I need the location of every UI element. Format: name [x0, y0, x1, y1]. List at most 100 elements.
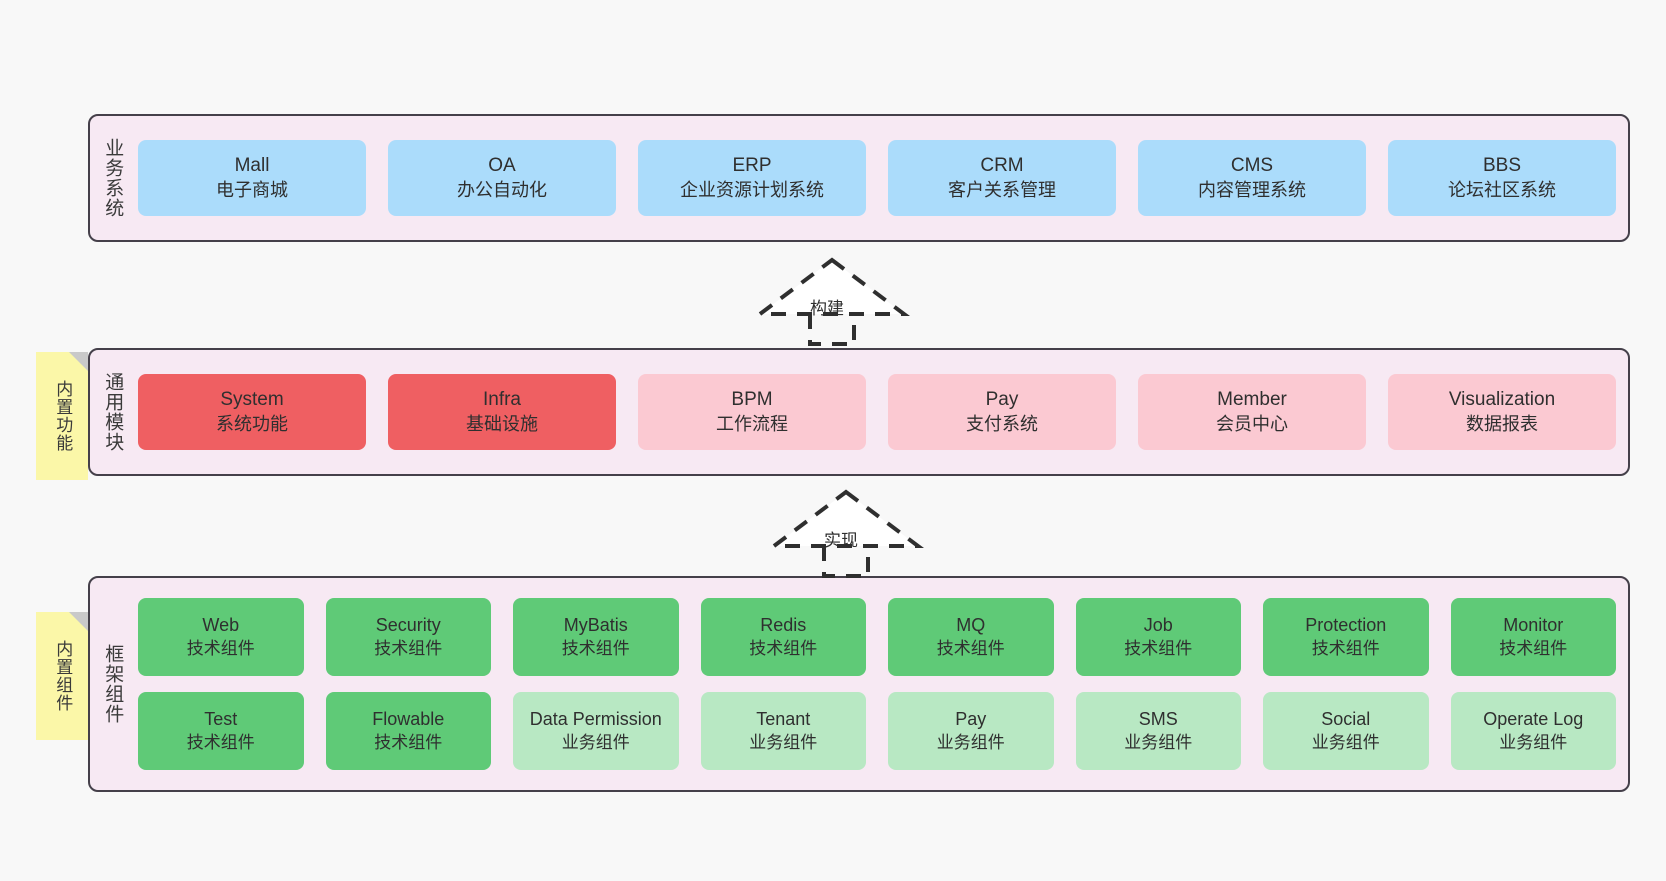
box-bbs[interactable]: BBS 论坛社区系统 [1388, 140, 1616, 216]
box-data-permission[interactable]: Data Permission 业务组件 [513, 692, 679, 770]
box-title: CRM [980, 154, 1024, 176]
box-subtitle: 业务组件 [1124, 732, 1193, 752]
box-tenant[interactable]: Tenant 业务组件 [700, 692, 866, 770]
layer-title-framework-components: 框架组件 [102, 644, 124, 724]
box-subtitle: 技术组件 [374, 638, 443, 658]
box-title: Mall [234, 154, 270, 176]
box-mq[interactable]: MQ 技术组件 [888, 598, 1054, 676]
box-mall[interactable]: Mall 电子商城 [138, 140, 366, 216]
box-web[interactable]: Web 技术组件 [138, 598, 304, 676]
box-subtitle: 数据报表 [1466, 413, 1538, 434]
box-job[interactable]: Job 技术组件 [1075, 598, 1241, 676]
box-bpm[interactable]: BPM 工作流程 [638, 374, 866, 450]
box-subtitle: 业务组件 [936, 732, 1005, 752]
box-member[interactable]: Member 会员中心 [1138, 374, 1366, 450]
box-operate-log[interactable]: Operate Log 业务组件 [1450, 692, 1616, 770]
box-crm[interactable]: CRM 客户关系管理 [888, 140, 1116, 216]
box-title: Pay [985, 388, 1019, 410]
box-title: MyBatis [563, 615, 628, 636]
layer-title-business-systems: 业务系统 [102, 138, 124, 218]
layer-common-modules: 通用模块 System 系统功能 Infra 基础设施 BPM 工作流程 Pay… [88, 348, 1630, 476]
box-title: Web [202, 615, 240, 636]
box-title: OA [488, 154, 516, 176]
box-subtitle: 内容管理系统 [1198, 179, 1306, 200]
box-title: SMS [1138, 709, 1178, 730]
layer-body-common-modules: System 系统功能 Infra 基础设施 BPM 工作流程 Pay 支付系统… [134, 350, 1628, 474]
layer-row: Test 技术组件 Flowable 技术组件 Data Permission … [138, 692, 1616, 770]
box-monitor[interactable]: Monitor 技术组件 [1450, 598, 1616, 676]
box-cms[interactable]: CMS 内容管理系统 [1138, 140, 1366, 216]
note-fold-icon [69, 352, 88, 371]
box-subtitle: 企业资源计划系统 [680, 179, 824, 200]
box-subtitle: 基础设施 [466, 413, 538, 434]
box-subtitle: 技术组件 [1311, 638, 1380, 658]
box-title: Visualization [1448, 388, 1556, 410]
box-title: CMS [1230, 154, 1274, 176]
layer-row: Mall 电子商城 OA 办公自动化 ERP 企业资源计划系统 CRM 客户关系… [138, 140, 1616, 216]
box-subtitle: 技术组件 [186, 638, 255, 658]
box-security[interactable]: Security 技术组件 [325, 598, 491, 676]
box-visualization[interactable]: Visualization 数据报表 [1388, 374, 1616, 450]
box-erp[interactable]: ERP 企业资源计划系统 [638, 140, 866, 216]
box-system[interactable]: System 系统功能 [138, 374, 366, 450]
box-title: MQ [956, 615, 986, 636]
box-title: System [220, 388, 284, 410]
box-pay-component[interactable]: Pay 业务组件 [888, 692, 1054, 770]
layer-row: Web 技术组件 Security 技术组件 MyBatis 技术组件 Redi… [138, 598, 1616, 676]
box-title: BPM [731, 388, 773, 410]
box-title: ERP [732, 154, 772, 176]
box-title: Protection [1305, 615, 1387, 636]
box-subtitle: 业务组件 [749, 732, 818, 752]
box-subtitle: 技术组件 [561, 638, 630, 658]
box-subtitle: 系统功能 [216, 413, 288, 434]
box-mybatis[interactable]: MyBatis 技术组件 [513, 598, 679, 676]
layer-body-business-systems: Mall 电子商城 OA 办公自动化 ERP 企业资源计划系统 CRM 客户关系… [134, 116, 1628, 240]
box-social[interactable]: Social 业务组件 [1263, 692, 1429, 770]
box-subtitle: 技术组件 [1124, 638, 1193, 658]
layer-body-framework-components: Web 技术组件 Security 技术组件 MyBatis 技术组件 Redi… [134, 578, 1628, 790]
box-subtitle: 技术组件 [936, 638, 1005, 658]
box-subtitle: 技术组件 [374, 732, 443, 752]
box-title: Social [1321, 709, 1371, 730]
note-builtin-components: 内置组件 [36, 612, 88, 740]
box-title: Redis [760, 615, 807, 636]
arrow-implement-label: 实现 [824, 531, 858, 550]
layer-framework-components: 框架组件 Web 技术组件 Security 技术组件 MyBatis 技术组件… [88, 576, 1630, 792]
arrow-implement-generalization: 实现 [766, 488, 926, 578]
box-title: Operate Log [1483, 709, 1584, 730]
box-protection[interactable]: Protection 技术组件 [1263, 598, 1429, 676]
box-title: Tenant [756, 709, 811, 730]
layer-row: System 系统功能 Infra 基础设施 BPM 工作流程 Pay 支付系统… [138, 374, 1616, 450]
box-subtitle: 技术组件 [186, 732, 255, 752]
box-title: Pay [955, 709, 987, 730]
layer-business-systems: 业务系统 Mall 电子商城 OA 办公自动化 ERP 企业资源计划系统 CRM… [88, 114, 1630, 242]
box-title: Infra [482, 388, 522, 410]
box-subtitle: 业务组件 [1499, 732, 1568, 752]
arrow-build-generalization: 构建 [752, 256, 912, 346]
note-label: 内置功能 [53, 380, 73, 452]
box-title: Data Permission [529, 709, 662, 730]
box-redis[interactable]: Redis 技术组件 [700, 598, 866, 676]
note-builtin-functions: 内置功能 [36, 352, 88, 480]
box-subtitle: 工作流程 [716, 413, 788, 434]
box-infra[interactable]: Infra 基础设施 [388, 374, 616, 450]
box-flowable[interactable]: Flowable 技术组件 [325, 692, 491, 770]
box-title: Flowable [372, 709, 445, 730]
box-subtitle: 业务组件 [1311, 732, 1380, 752]
note-fold-icon [69, 612, 88, 631]
box-title: BBS [1482, 154, 1522, 176]
box-pay-module[interactable]: Pay 支付系统 [888, 374, 1116, 450]
box-title: Member [1217, 388, 1287, 410]
box-test[interactable]: Test 技术组件 [138, 692, 304, 770]
box-sms[interactable]: SMS 业务组件 [1075, 692, 1241, 770]
box-subtitle: 业务组件 [561, 732, 630, 752]
layer-title-common-modules: 通用模块 [102, 372, 124, 452]
box-title: Job [1143, 615, 1173, 636]
box-title: Monitor [1503, 615, 1564, 636]
box-title: Security [375, 615, 441, 636]
box-subtitle: 电子商城 [216, 179, 288, 200]
box-subtitle: 办公自动化 [457, 179, 547, 200]
arrow-build-label: 构建 [810, 299, 844, 318]
box-oa[interactable]: OA 办公自动化 [388, 140, 616, 216]
